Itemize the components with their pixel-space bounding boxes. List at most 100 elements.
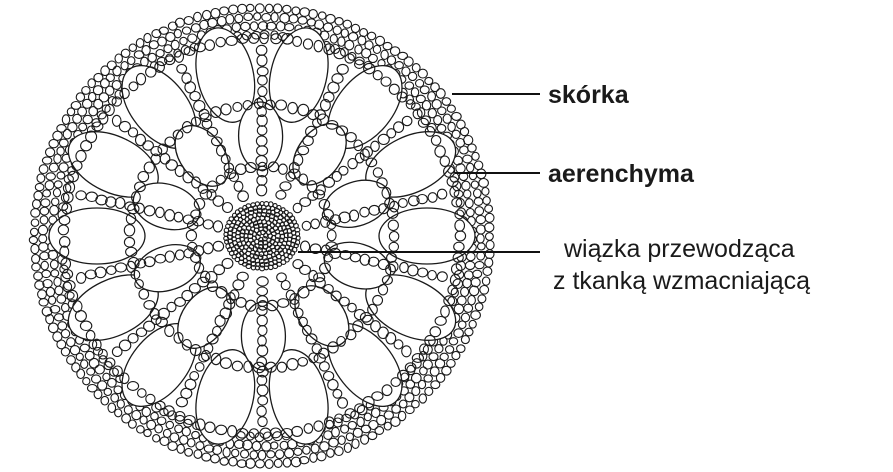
epidermis-cell xyxy=(431,381,440,389)
epidermis-cell xyxy=(465,199,473,208)
epidermis-cell xyxy=(31,244,39,253)
parenchyma-cell xyxy=(360,313,371,323)
epidermis-cell xyxy=(285,24,294,31)
epidermis-cell xyxy=(54,314,63,321)
parenchyma-cell xyxy=(258,76,268,86)
vascular-cell xyxy=(273,264,278,268)
epidermis-cell xyxy=(29,236,37,243)
epidermis-cell xyxy=(235,14,243,22)
epidermis-cell xyxy=(362,49,371,58)
epidermis-cell xyxy=(77,369,85,378)
parenchyma-cell xyxy=(143,141,154,150)
parenchyma-cell xyxy=(176,397,187,406)
epidermis-cell xyxy=(318,12,326,19)
epidermis-cell xyxy=(463,155,472,163)
epidermis-cell xyxy=(475,262,484,269)
epidermis-cell xyxy=(62,115,69,125)
parenchyma-cell xyxy=(348,303,357,312)
epidermis-cell xyxy=(136,39,144,48)
epidermis-cell xyxy=(430,367,439,376)
epidermis-cell xyxy=(486,233,494,241)
epidermis-cell xyxy=(465,261,474,269)
epidermis-cell xyxy=(182,27,190,34)
epidermis-cell xyxy=(188,34,197,42)
epidermis-cell xyxy=(283,5,291,13)
epidermis-cell xyxy=(57,147,64,155)
epidermis-cell xyxy=(399,400,407,408)
epidermis-cell xyxy=(41,199,50,207)
parenchyma-cell xyxy=(338,398,348,408)
epidermis-cell xyxy=(53,189,60,197)
epidermis-cell xyxy=(192,431,200,438)
epidermis-cell xyxy=(117,400,124,408)
epidermis-cell xyxy=(423,360,432,369)
epidermis-cell xyxy=(254,13,261,21)
parenchyma-cell xyxy=(203,243,213,254)
epidermis-cell xyxy=(262,442,271,451)
epidermis-cell xyxy=(87,368,95,375)
parenchyma-cell xyxy=(203,220,213,229)
epidermis-cell xyxy=(310,453,317,462)
epidermis-cell xyxy=(468,296,476,305)
vascular-cell xyxy=(260,202,264,206)
epidermis-cell xyxy=(39,243,48,252)
epidermis-cell xyxy=(452,112,462,120)
parenchyma-cell xyxy=(333,389,342,398)
epidermis-cell xyxy=(148,53,156,62)
parenchyma-cell xyxy=(258,87,267,97)
epidermis-cell xyxy=(46,148,55,157)
epidermis-cell xyxy=(474,161,482,170)
epidermis-cell xyxy=(101,396,109,405)
epidermis-cell xyxy=(83,115,92,123)
epidermis-cell xyxy=(57,295,66,303)
epidermis-cell xyxy=(57,125,66,133)
epidermis-cell xyxy=(229,457,237,466)
epidermis-cell xyxy=(323,23,332,31)
parenchyma-cell xyxy=(276,191,286,200)
epidermis-cell xyxy=(61,330,69,338)
epidermis-cell xyxy=(425,77,433,84)
epidermis-cell xyxy=(31,209,40,218)
epidermis-cell xyxy=(50,206,59,216)
epidermis-cell xyxy=(398,52,408,59)
epidermis-cell xyxy=(408,72,416,80)
epidermis-cell xyxy=(274,4,282,13)
epidermis-cell xyxy=(469,320,476,328)
parenchyma-cell xyxy=(328,380,338,391)
epidermis-cell xyxy=(333,26,341,34)
parenchyma-cell xyxy=(408,265,418,276)
epidermis-cell xyxy=(452,130,460,138)
parenchyma-cell xyxy=(428,271,437,280)
epidermis-cell xyxy=(184,17,193,25)
parenchyma-cell xyxy=(300,265,311,274)
epidermis-cell xyxy=(79,123,87,131)
epidermis-cell xyxy=(338,436,345,445)
epidermis-cell xyxy=(460,128,468,136)
epidermis-cell xyxy=(50,260,58,269)
epidermis-cell xyxy=(352,439,359,448)
epidermis-cell xyxy=(405,82,414,89)
epidermis-cell xyxy=(211,9,220,19)
epidermis-cell xyxy=(46,173,55,180)
epidermis-cell xyxy=(435,345,443,353)
epidermis-cell xyxy=(405,406,414,414)
epidermis-cell xyxy=(431,83,440,92)
parenchyma-cell xyxy=(115,198,125,209)
parenchyma-cell xyxy=(136,328,146,337)
epidermis-cell xyxy=(203,10,211,19)
epidermis-cell xyxy=(45,181,54,190)
parenchyma-cell xyxy=(378,327,388,338)
parenchyma-cell xyxy=(166,160,177,170)
epidermis-cell xyxy=(452,351,460,359)
epidermis-cell xyxy=(285,449,294,458)
parenchyma-cell xyxy=(155,401,165,410)
epidermis-cell xyxy=(51,270,59,277)
epidermis-cell xyxy=(177,444,184,453)
epidermis-cell xyxy=(246,4,254,11)
epidermis-cell xyxy=(434,116,442,125)
parenchyma-cell xyxy=(345,54,354,63)
epidermis-cell xyxy=(124,406,132,414)
epidermis-cell xyxy=(464,304,473,312)
epidermis-cell xyxy=(59,203,68,211)
